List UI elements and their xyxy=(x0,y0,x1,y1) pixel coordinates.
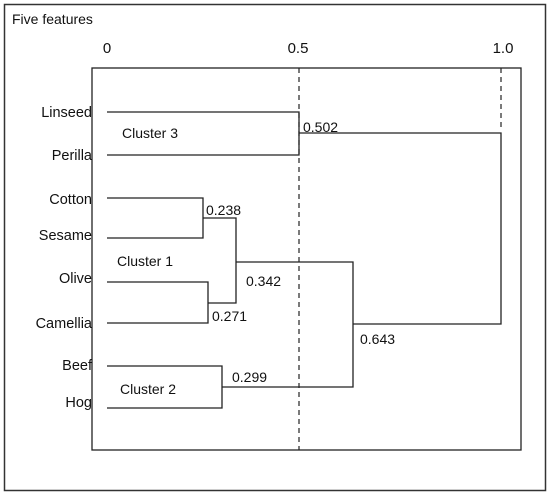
leaf-label-linseed: Linseed xyxy=(41,105,92,121)
leaf-label-olive: Olive xyxy=(59,271,92,287)
merge-label-0.643: 0.643 xyxy=(360,331,395,347)
figure-title: Five features xyxy=(12,11,93,27)
leaf-label-cotton: Cotton xyxy=(49,192,92,208)
branch-cluster1-inner xyxy=(203,217,237,304)
tree-branches xyxy=(107,111,502,409)
merge-label-0.502: 0.502 xyxy=(303,119,338,135)
outer-frame xyxy=(3,3,547,492)
axis-tick-1.0: 1.0 xyxy=(493,40,514,57)
leaf-label-hog: Hog xyxy=(65,395,92,411)
cluster-label-1: Cluster 1 xyxy=(117,253,173,269)
leaf-label-perilla: Perilla xyxy=(52,148,93,164)
merge-label-0.238: 0.238 xyxy=(206,202,241,218)
merge-label-0.299: 0.299 xyxy=(232,369,267,385)
leaf-label-beef: Beef xyxy=(62,358,93,374)
branch-root xyxy=(299,132,502,325)
leaf-label-camellia: Camellia xyxy=(36,316,93,332)
merge-label-0.271: 0.271 xyxy=(212,308,247,324)
leaf-label-sesame: Sesame xyxy=(39,228,92,244)
merge-label-0.342: 0.342 xyxy=(246,273,281,289)
cluster-label-3: Cluster 3 xyxy=(122,125,178,141)
cluster-label-2: Cluster 2 xyxy=(120,381,176,397)
axis-tick-0.5: 0.5 xyxy=(288,40,309,57)
axis-tick-0: 0 xyxy=(103,40,111,57)
plot-frame xyxy=(91,67,522,451)
